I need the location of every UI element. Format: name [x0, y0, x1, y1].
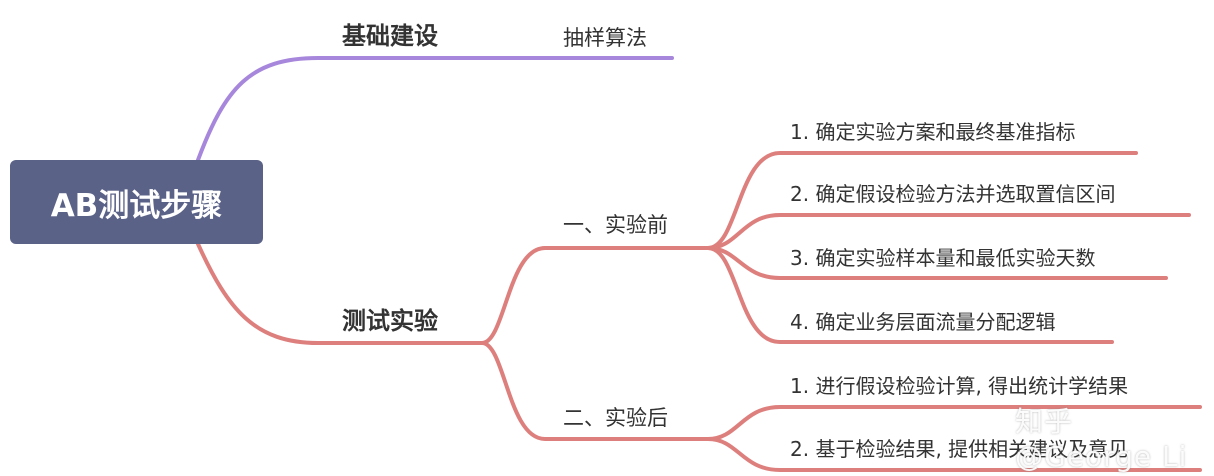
watermark: 知乎 @George Li — [1015, 405, 1188, 473]
node-before-step-2[interactable]: 2. 确定假设检验方法并选取置信区间 — [790, 182, 1116, 206]
node-after-step-1[interactable]: 1. 进行假设检验计算, 得出统计学结果 — [790, 374, 1129, 398]
node-sampling-algorithm[interactable]: 抽样算法 — [563, 26, 647, 50]
connector-root-experiment — [196, 242, 484, 345]
node-after-step-2[interactable]: 2. 基于检验结果, 提供相关建议及意见 — [790, 437, 1129, 461]
connector-after-step1 — [706, 405, 1202, 441]
node-before-step-1[interactable]: 1. 确定实验方案和最终基准指标 — [790, 120, 1076, 144]
node-before-experiment[interactable]: 一、实验前 — [563, 213, 668, 237]
node-before-step-3[interactable]: 3. 确定实验样本量和最低实验天数 — [790, 246, 1096, 270]
connector-before-step2 — [706, 213, 1191, 250]
connector-experiment-before — [480, 246, 710, 345]
connector-before-step1 — [706, 151, 1138, 250]
node-after-experiment[interactable]: 二、实验后 — [563, 406, 668, 430]
node-test-experiment[interactable]: 测试实验 — [342, 307, 438, 335]
connector-before-step4 — [706, 246, 1114, 344]
root-node[interactable]: AB测试步骤 — [10, 160, 263, 244]
connector-root-foundation — [196, 56, 470, 162]
connector-experiment-after — [480, 341, 710, 441]
connector-after-step2 — [706, 437, 1202, 472]
node-before-step-4[interactable]: 4. 确定业务层面流量分配逻辑 — [790, 310, 1056, 334]
node-foundation[interactable]: 基础建设 — [342, 22, 438, 50]
